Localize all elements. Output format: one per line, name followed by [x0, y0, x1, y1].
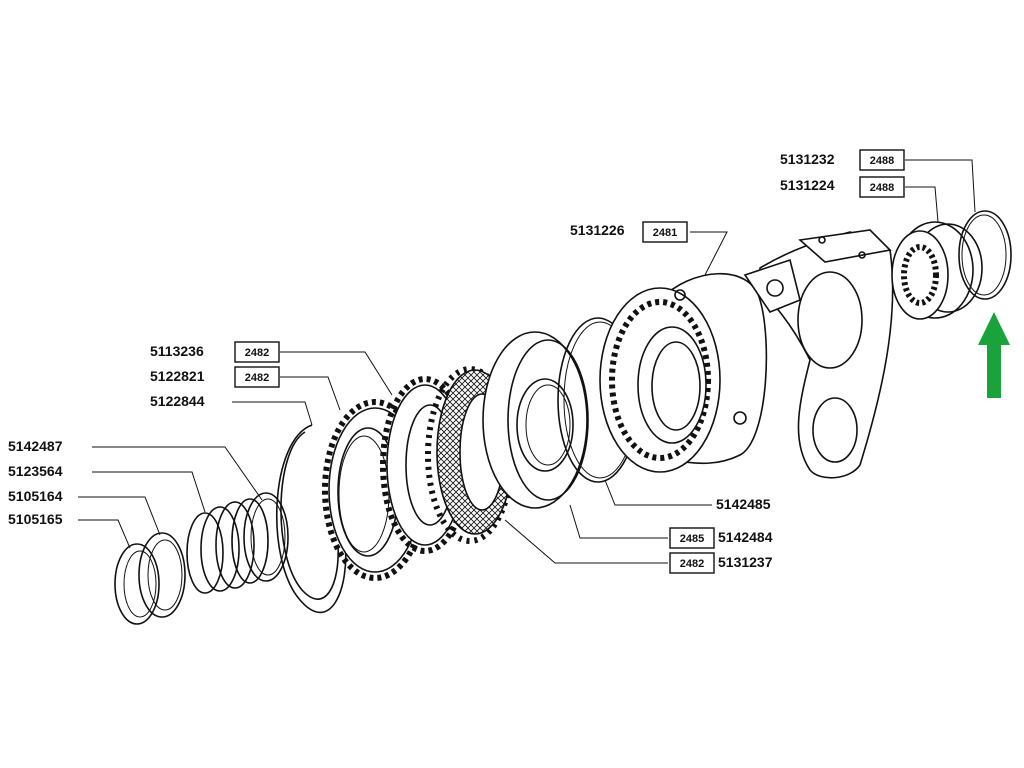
svg-text:5105165: 5105165 — [8, 511, 63, 527]
coil-spring-5123564 — [186, 498, 269, 594]
snap-ring-5122844 — [276, 424, 347, 614]
svg-text:5142487: 5142487 — [8, 438, 63, 454]
svg-text:2482: 2482 — [245, 347, 269, 359]
shift-fork-bracket — [743, 229, 894, 479]
svg-text:2482: 2482 — [245, 372, 269, 384]
clip-ring-5105165 — [114, 543, 160, 625]
svg-text:2488: 2488 — [870, 155, 894, 167]
svg-text:2485: 2485 — [680, 533, 704, 545]
svg-text:5122844: 5122844 — [150, 393, 205, 409]
part-label-p05: 5122821 2482 — [150, 366, 280, 388]
svg-text:5142484: 5142484 — [718, 529, 773, 545]
svg-text:5142485: 5142485 — [716, 496, 771, 512]
svg-text:5131232: 5131232 — [780, 151, 835, 167]
part-label-p12: 2485 5142484 — [669, 527, 773, 549]
splined-hub-5131224 — [891, 221, 983, 320]
svg-text:2481: 2481 — [653, 227, 677, 239]
leader-lines — [78, 159, 976, 564]
part-label-p09: 5105164 — [8, 488, 63, 504]
part-label-p06: 5122844 — [150, 393, 205, 409]
svg-text:2482: 2482 — [680, 558, 704, 570]
part-label-p01: 5131232 2488 — [780, 149, 905, 171]
clip-ring-5105164 — [138, 532, 186, 618]
part-label-p10: 5105165 — [8, 511, 63, 527]
svg-text:5105164: 5105164 — [8, 488, 63, 504]
svg-text:5131237: 5131237 — [718, 554, 773, 570]
clutch-drum-5131226 — [599, 272, 768, 473]
part-label-p04: 5113236 2482 — [150, 341, 280, 363]
piston-plate-5142484 — [482, 331, 589, 509]
up-arrow-icon — [978, 312, 1010, 398]
part-label-p02: 5131224 2488 — [780, 176, 905, 198]
svg-text:2488: 2488 — [870, 182, 894, 194]
part-label-p13: 2482 5131237 — [669, 552, 773, 574]
part-label-p03: 5131226 2481 — [570, 221, 688, 243]
thrust-ring-5142487 — [243, 492, 289, 582]
svg-text:5131226: 5131226 — [570, 222, 625, 238]
svg-text:5113236: 5113236 — [150, 343, 204, 359]
svg-text:5122821: 5122821 — [150, 368, 205, 384]
svg-text:5123564: 5123564 — [8, 463, 63, 479]
ring-5131232 — [958, 210, 1012, 300]
part-label-p11: 5142485 — [716, 496, 771, 512]
part-label-p08: 5123564 — [8, 463, 63, 479]
svg-text:5131224: 5131224 — [780, 177, 835, 193]
part-label-p07: 5142487 — [8, 438, 63, 454]
